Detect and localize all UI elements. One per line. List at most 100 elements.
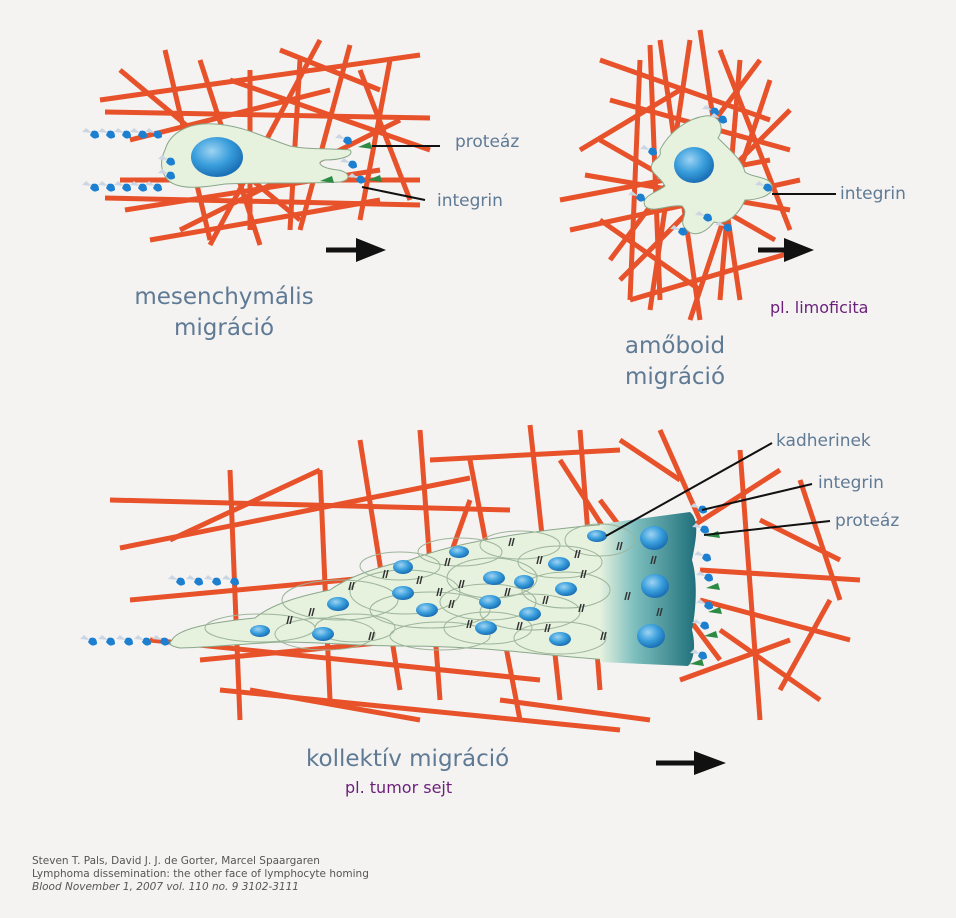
protease-icon <box>690 659 704 666</box>
protease-icon <box>704 631 718 638</box>
citation-authors: Steven T. Pals, David J. J. de Gorter, M… <box>32 855 320 867</box>
cadherin-mark <box>539 555 543 565</box>
collagen-fiber <box>149 197 381 243</box>
cell-outline <box>479 530 561 560</box>
mesenchymal-panel <box>82 38 440 262</box>
integrin-head-icon <box>670 225 680 230</box>
nucleus <box>640 526 668 550</box>
integrin-head-icon <box>692 619 702 624</box>
direction-arrow <box>656 751 726 775</box>
citation-journal: Blood November 1, 2007 vol. 110 no. 9 31… <box>32 881 299 893</box>
integrin-icon <box>90 130 99 139</box>
amoeboid-panel <box>559 29 836 321</box>
integrin-head-icon <box>694 551 704 556</box>
cadherins-label: kadherinek <box>776 431 871 451</box>
cadherin-mark <box>656 607 660 617</box>
integrin-icon <box>166 171 175 180</box>
integrin-head-icon <box>98 128 108 133</box>
cadherin-mark <box>659 607 663 617</box>
collagen-fiber <box>279 47 381 93</box>
integrin-head-icon <box>80 635 90 640</box>
integrin-icon <box>343 136 352 145</box>
collagen-fiber <box>357 439 403 691</box>
collagen-fiber <box>699 597 851 643</box>
collagen-fiber <box>718 627 822 703</box>
nucleus <box>416 603 438 617</box>
cadherin-mark <box>603 631 607 641</box>
cadherin-mark <box>600 631 604 641</box>
nucleus <box>641 574 669 598</box>
cadherin-mark <box>289 615 293 625</box>
cadherin-mark <box>536 555 540 565</box>
nucleus <box>548 557 570 571</box>
collagen-fiber <box>777 598 833 692</box>
nucleus <box>392 586 414 600</box>
nucleus <box>479 595 501 609</box>
collagen-fiber <box>429 447 621 463</box>
integrin-head-icon <box>696 571 706 576</box>
nucleus <box>312 627 334 641</box>
integrin-icon <box>122 130 131 139</box>
cadherin-mark <box>627 591 631 601</box>
integrin-icon <box>160 637 169 646</box>
nucleus <box>674 147 714 183</box>
integrin-icon <box>703 213 712 222</box>
collagen-fiber <box>499 697 651 723</box>
protease-markers <box>690 531 722 666</box>
cadherin-mark <box>519 621 523 631</box>
collagen-fiber <box>227 469 243 721</box>
nucleus <box>637 624 665 648</box>
integrin-head-icon <box>130 181 140 186</box>
collagen-fiber <box>129 87 331 143</box>
amoeboid-example: pl. limoficita <box>770 298 869 317</box>
collagen-fiber <box>679 637 791 683</box>
cadherin-mark <box>577 549 581 559</box>
collagen-fiber <box>699 567 861 583</box>
cadherin-mark <box>371 631 375 641</box>
cell-outline <box>281 579 399 621</box>
cell-outline <box>389 621 491 651</box>
protease-label: proteáz <box>835 511 900 531</box>
cadherin-mark <box>286 615 290 625</box>
nucleus <box>483 571 505 585</box>
integrin-head-icon <box>348 173 358 178</box>
cadherin-mark <box>469 619 473 629</box>
cadherin-mark <box>574 549 578 559</box>
integrin-markers <box>80 503 713 660</box>
collagen-fiber <box>618 437 682 483</box>
integrin-head-icon <box>755 181 765 186</box>
integrin-icon <box>106 183 115 192</box>
integrin-head-icon <box>204 575 214 580</box>
cadherin-mark <box>351 581 355 591</box>
protease-icon <box>358 142 372 149</box>
cadherin-mark <box>542 595 546 605</box>
integrin-head-icon <box>145 181 155 186</box>
citation: Steven T. Pals, David J. J. de Gorter, M… <box>32 855 369 894</box>
collagen-fiber <box>578 87 682 153</box>
integrin-icon <box>153 183 162 192</box>
integrin-icon <box>704 573 713 582</box>
collagen-fiber <box>168 467 322 543</box>
integrin-icon <box>763 183 772 192</box>
protease-icon <box>706 583 720 590</box>
cadherin-mark <box>368 631 372 641</box>
integrin-icon <box>704 601 713 610</box>
mesenchymal-title: mesenchymális migráció <box>128 282 320 344</box>
amoeboid-title: amőboid migráció <box>612 331 738 393</box>
cadherin-mark <box>419 575 423 585</box>
collective-title: kollektív migráció <box>306 746 510 772</box>
integrin-icon <box>166 157 175 166</box>
cadherin-mark <box>311 607 315 617</box>
nucleus <box>519 607 541 621</box>
nucleus <box>549 632 571 646</box>
collagen-fiber <box>737 449 763 721</box>
mesenchymal-title-line1: mesenchymális <box>134 284 314 310</box>
cell-outline <box>443 611 533 645</box>
collagen-fiber <box>317 469 333 701</box>
integrin-icon <box>718 115 727 124</box>
cadherin-mark <box>382 569 386 579</box>
integrin-head-icon <box>145 128 155 133</box>
integrin-icon <box>138 130 147 139</box>
nucleus <box>555 582 577 596</box>
cell-outline <box>521 571 611 609</box>
